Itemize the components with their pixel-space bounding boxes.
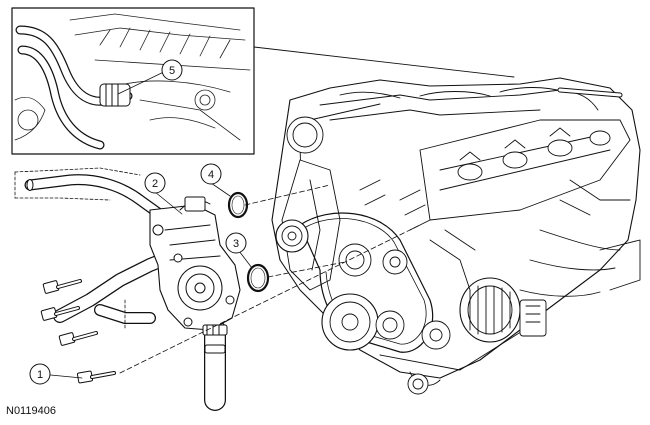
bolt [40, 306, 80, 321]
callout-5: 5 [169, 65, 175, 77]
bolt-set [40, 279, 116, 384]
callout-circles [29, 59, 247, 385]
bolt [42, 279, 82, 294]
detail-inset [11, 7, 255, 155]
bolt [76, 370, 116, 384]
o-ring-seal [227, 191, 249, 219]
callout-2: 2 [152, 178, 158, 190]
water-pump-assembly [14, 167, 241, 411]
bolt [58, 331, 98, 346]
engine-assembly [271, 77, 641, 395]
o-ring-seal [246, 263, 270, 293]
callout-3: 3 [233, 238, 239, 250]
inset-leader-line [253, 46, 515, 78]
callout-1: 1 [37, 369, 43, 381]
figure-id: N0119406 [6, 405, 56, 417]
alignment-lines [119, 184, 421, 374]
callout-4: 4 [208, 169, 214, 181]
